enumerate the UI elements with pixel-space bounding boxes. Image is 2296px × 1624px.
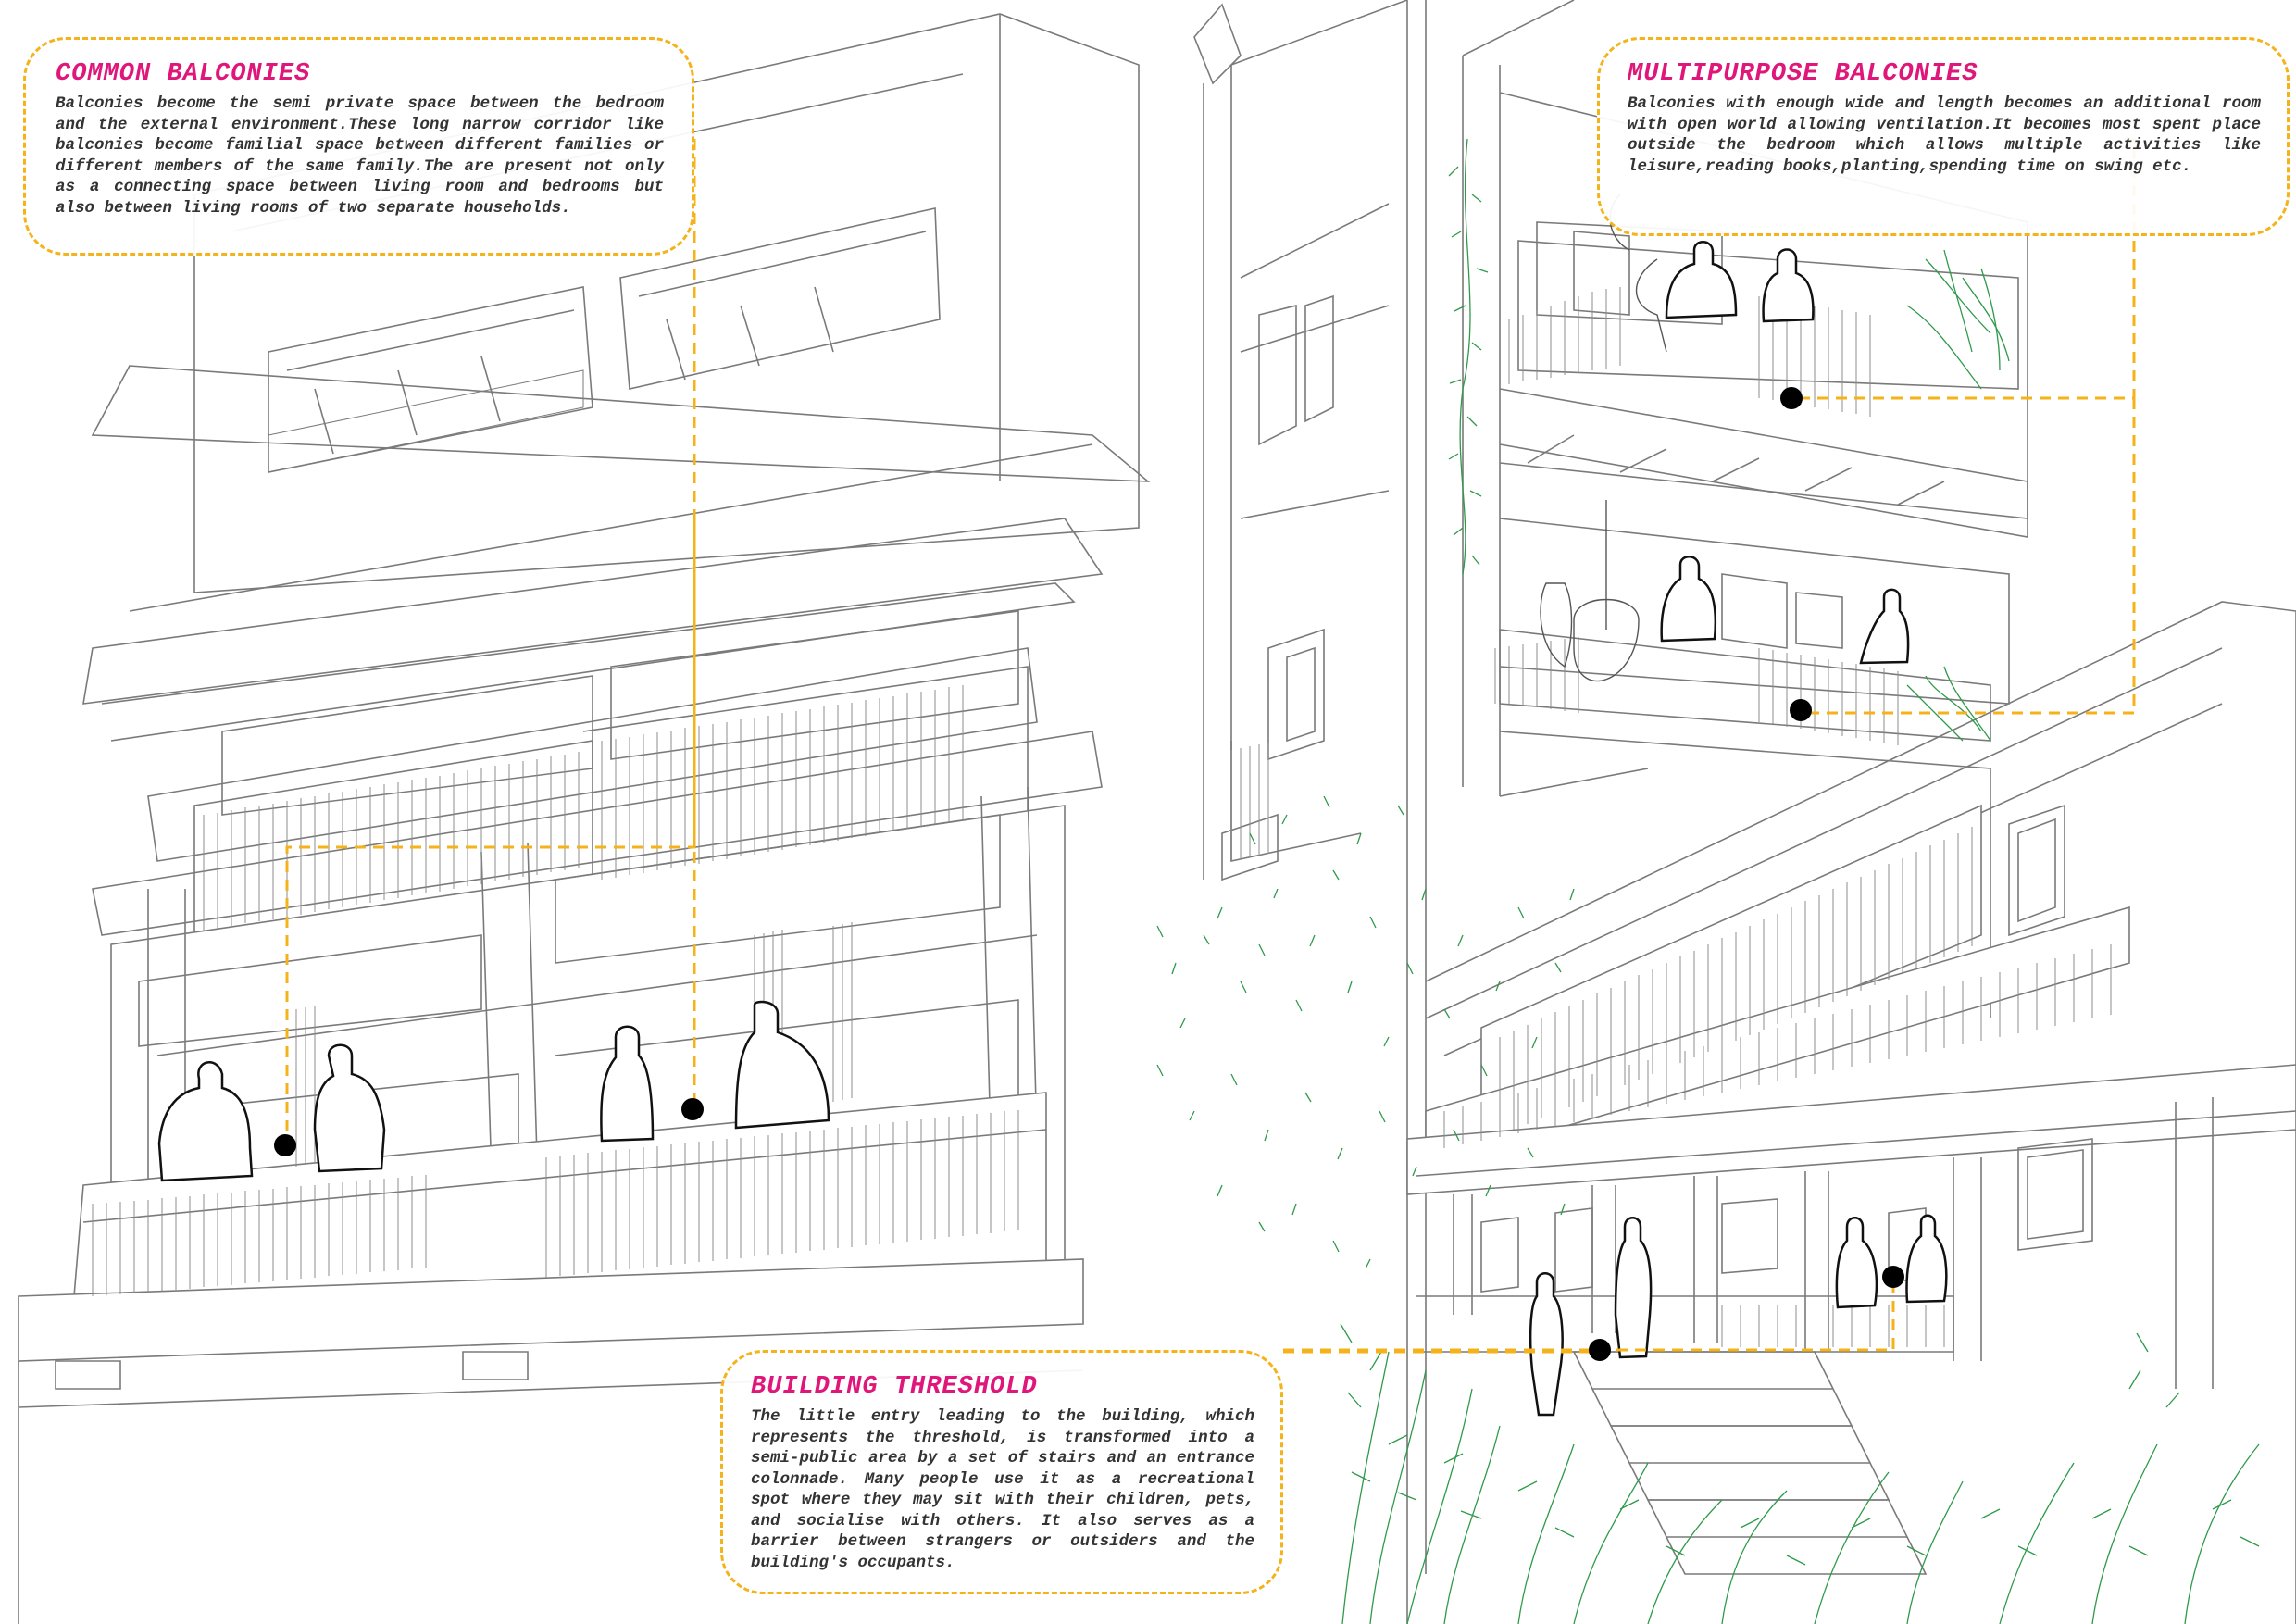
multipurpose-balconies-callout: MULTIPURPOSE BALCONIES Balconies with en…: [1597, 37, 2290, 236]
leader-common-to-marker-a: [285, 139, 696, 1143]
human-figures: [157, 241, 1948, 1417]
building-threshold-description: The little entry leading to the building…: [751, 1407, 1254, 1572]
leader-threshold-to-marker-b: [1283, 1278, 1895, 1352]
marker-common-balcony-b: [681, 1098, 704, 1120]
marker-common-balcony-a: [274, 1134, 296, 1156]
hanging-swing: [1540, 194, 1667, 682]
lower-right-building: [1406, 601, 2296, 1624]
central-tower: [1193, 0, 1427, 1624]
multipurpose-balconies-description: Balconies with enough wide and length be…: [1628, 94, 2261, 176]
marker-multipurpose-balcony-b: [1790, 699, 1812, 721]
building-threshold-title: BUILDING THRESHOLD: [751, 1373, 1038, 1401]
markers: [274, 387, 1904, 1361]
vegetation: [1156, 138, 2260, 1624]
building-threshold-callout: BUILDING THRESHOLD The little entry lead…: [720, 1350, 1283, 1594]
common-balconies-title: COMMON BALCONIES: [56, 60, 311, 88]
marker-threshold-a: [1589, 1339, 1611, 1361]
common-balconies-callout: COMMON BALCONIES Balconies become the se…: [23, 37, 694, 256]
leader-multi-to-marker-b: [1801, 398, 2136, 715]
multipurpose-balconies-title: MULTIPURPOSE BALCONIES: [1628, 60, 1978, 88]
lower-balustrade: [1443, 827, 2112, 1347]
marker-threshold-b: [1882, 1266, 1904, 1288]
leader-lines: [285, 137, 2136, 1354]
right-tower-balusters: [1230, 287, 1899, 861]
marker-multipurpose-balcony-a: [1780, 387, 1803, 409]
common-balconies-description: Balconies become the semi private space …: [56, 94, 664, 218]
